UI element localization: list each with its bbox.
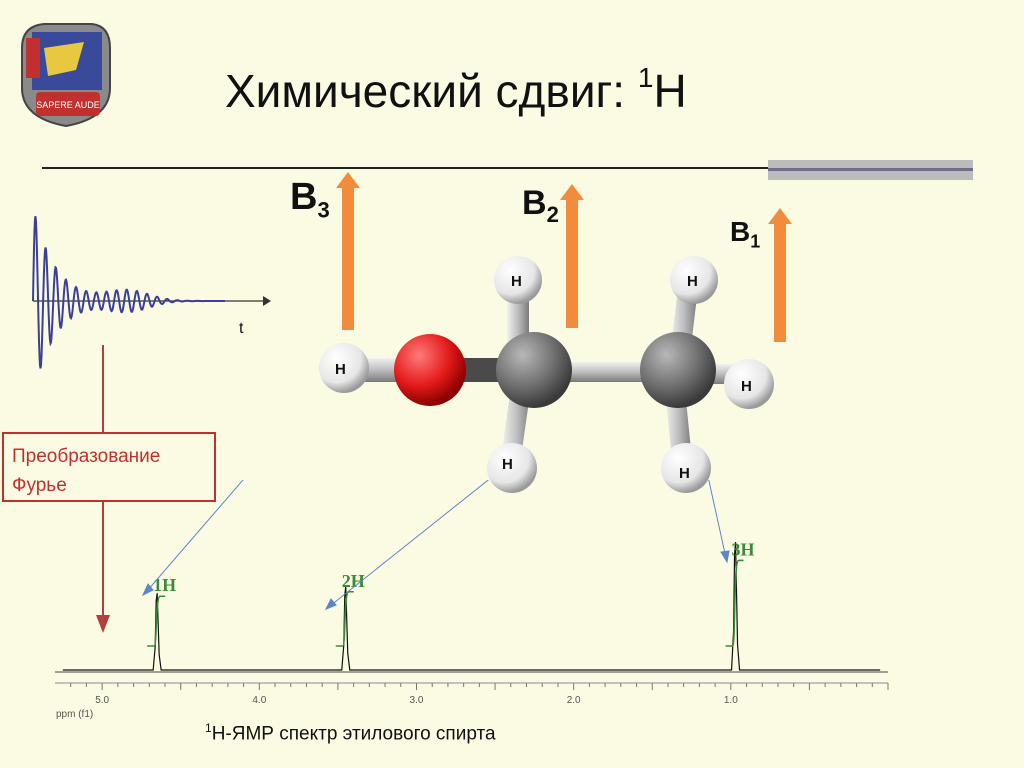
nmr-spectrum: 5.0 4.0 3.0 2.0 1.0 1H 2H 3H ppm (f1) [0, 376, 1024, 725]
field-arrow-b1 [768, 208, 792, 342]
fid-axis-label: t [239, 320, 244, 337]
atom-label-h: H [502, 456, 513, 473]
university-logo: SAPERE AUDE [14, 18, 114, 128]
field-arrow-b3 [336, 172, 360, 330]
title-divider-accent [768, 160, 973, 180]
field-arrow-b2 [560, 184, 584, 328]
logo-text: SAPERE AUDE [36, 100, 100, 110]
atom-label-h: H [511, 273, 522, 290]
slide-title: Химический сдвиг: 1H [225, 61, 687, 117]
axis-tick-label: 2.0 [567, 695, 581, 706]
atom-label-h: H [335, 361, 346, 378]
title-divider [42, 167, 972, 169]
axis-tick-label: 3.0 [410, 695, 424, 706]
ethanol-molecule-model: H H H H H H [300, 240, 800, 510]
spectrum-axis-label: ppm (f1) [56, 709, 93, 720]
fourier-line-2: Фурье [12, 475, 67, 496]
atom-label-h: H [741, 378, 752, 395]
field-label-b1: B1 [730, 216, 761, 252]
integral-curve [725, 559, 744, 647]
integral-label: 2H [342, 571, 365, 591]
fid-signal-plot: t [25, 195, 280, 395]
integral-label: 1H [153, 575, 176, 595]
axis-tick-label: 1.0 [724, 695, 738, 706]
spectrum-trace [62, 541, 881, 671]
field-label-b3: B3 [290, 176, 330, 223]
field-label-b2: B2 [522, 184, 559, 227]
atom-label-h: H [687, 273, 698, 290]
axis-tick-label: 5.0 [95, 695, 109, 706]
atom-label-h: H [679, 465, 690, 482]
integral-curve [335, 590, 354, 647]
axis-tick-label: 4.0 [252, 695, 266, 706]
fourier-transform-box: Преобразование Фурье [2, 432, 216, 502]
spectrum-caption: 1Н-ЯМР спектр этилового спирта [205, 721, 496, 745]
fourier-line-1: Преобразование [12, 446, 161, 467]
integral-curve [147, 595, 166, 647]
integral-label: 3H [732, 539, 755, 559]
